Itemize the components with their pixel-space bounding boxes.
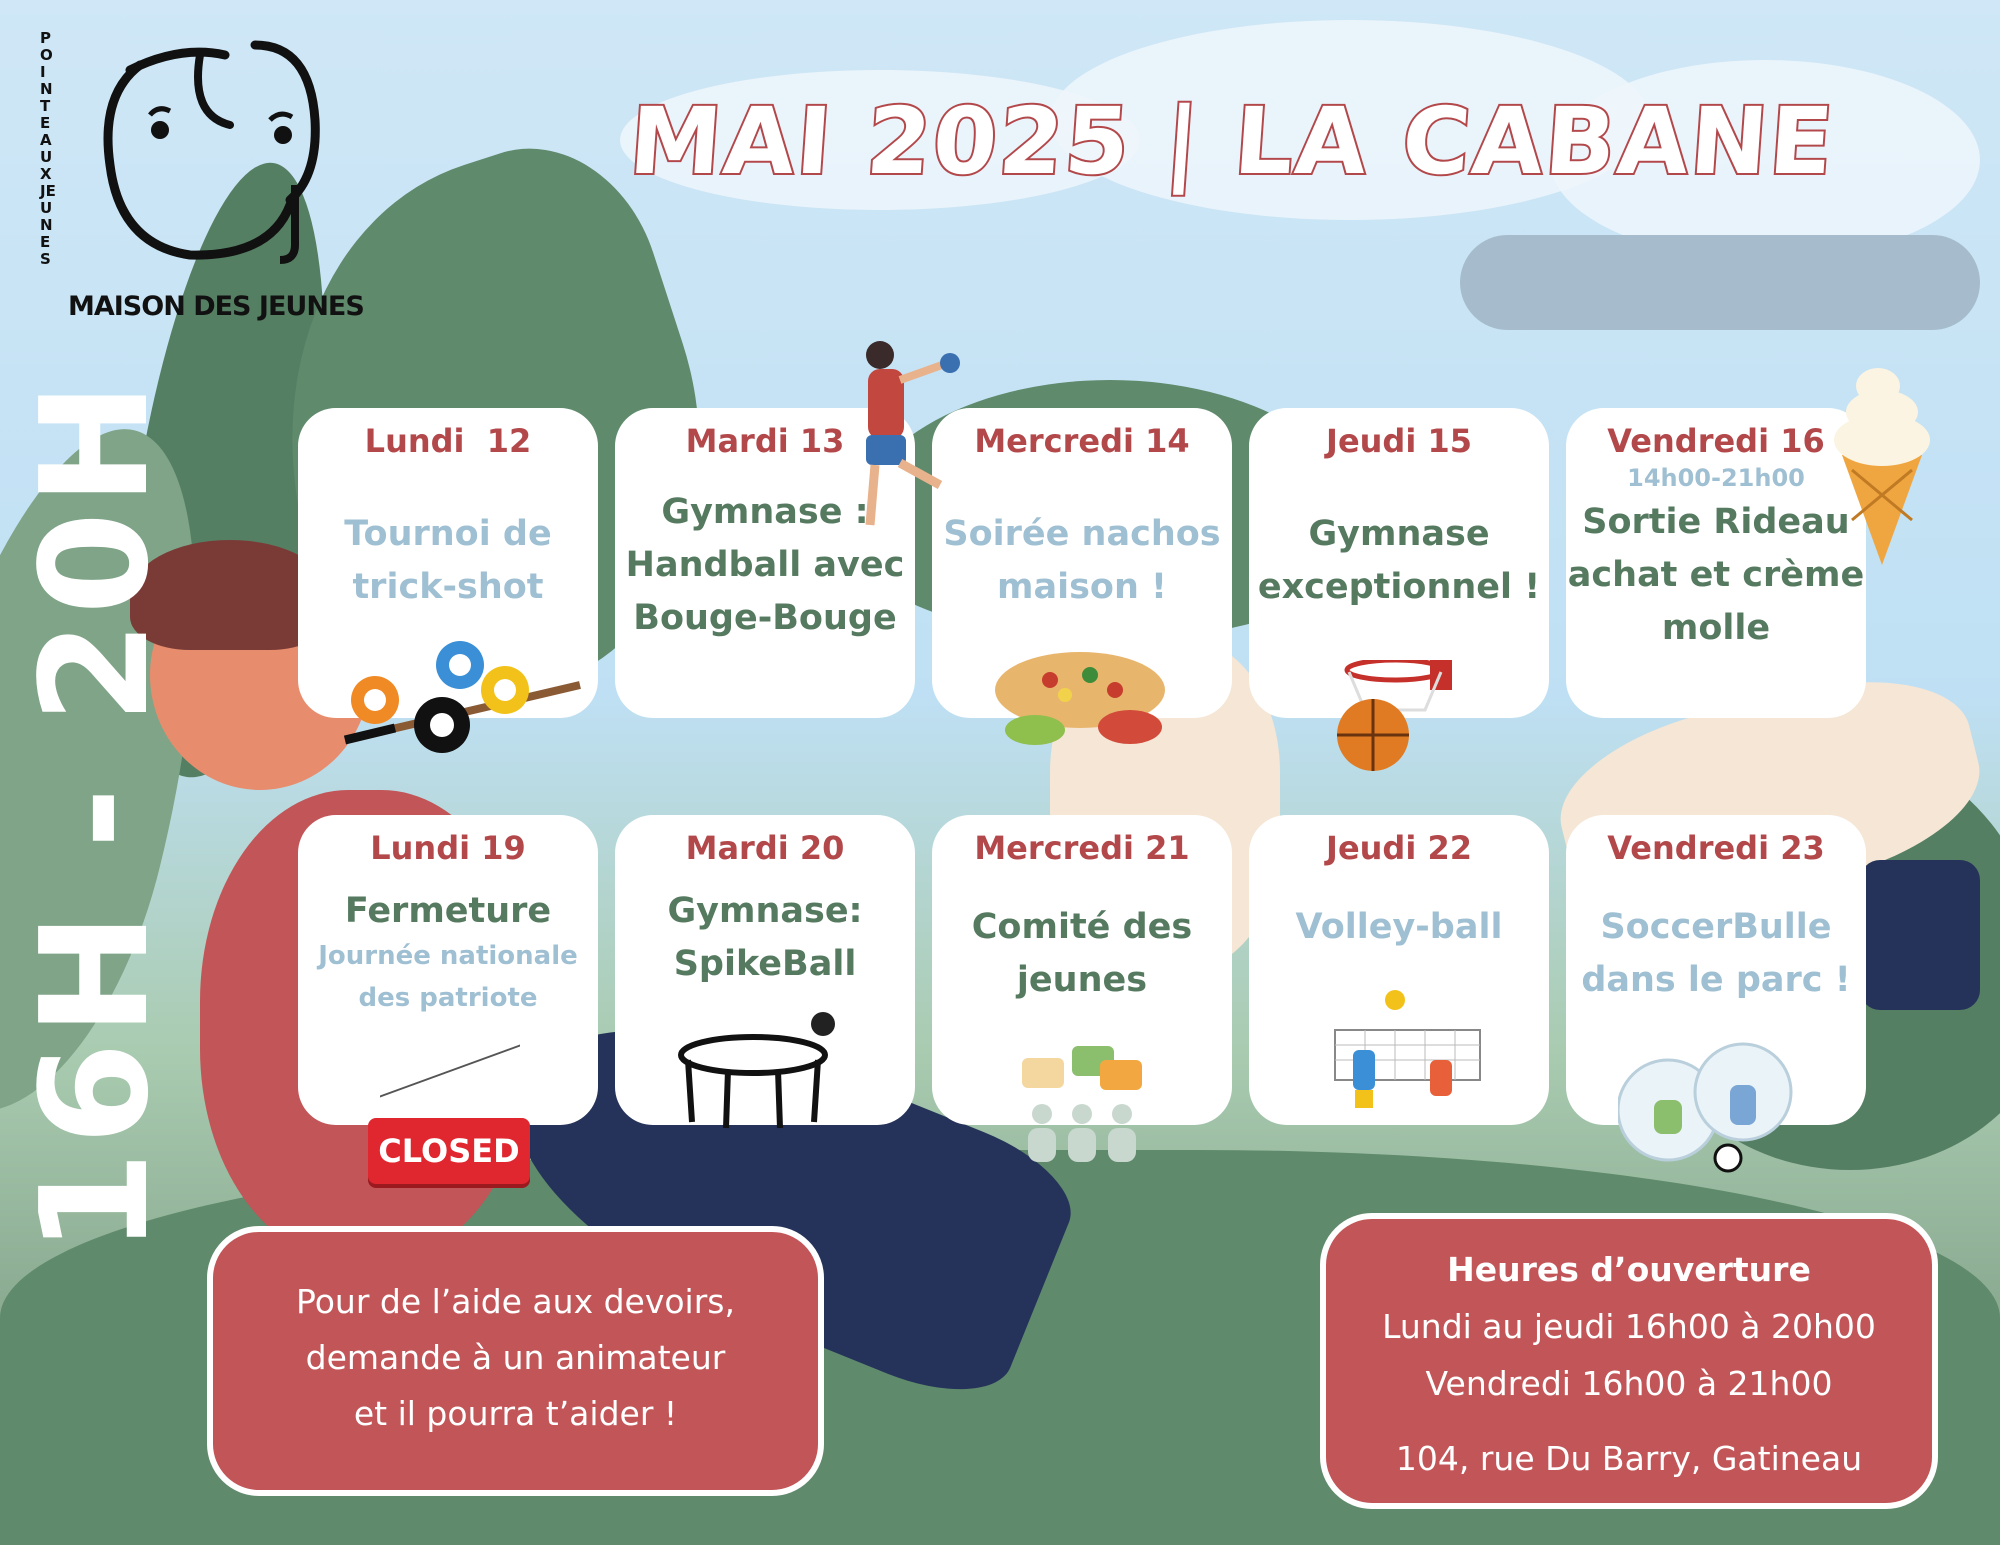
day-label: Vendredi 16 [1607, 422, 1825, 460]
homework-line: Pour de l’aide aux devoirs, [296, 1282, 735, 1321]
billiard-icon [343, 641, 581, 753]
address: 104, rue Du Barry, Gatineau [1395, 1439, 1863, 1478]
day-label: Vendredi 23 [1607, 829, 1825, 867]
day-label: Mercredi 21 [974, 829, 1190, 867]
day-card-lundi-19: Lundi 19 Fermeture Journée nationale des… [298, 815, 598, 1125]
event-title: Fermeture [344, 891, 552, 931]
day-label: Jeudi 15 [1326, 422, 1472, 460]
day-card-mardi-13: Mardi 13 Gymnase : Handball avec Bouge-B… [615, 408, 915, 718]
event-subtitle: des patriote [358, 983, 538, 1013]
day-label: Jeudi 22 [1326, 829, 1472, 867]
grey-cloud [1460, 235, 1980, 330]
event-line: Handball avec [625, 545, 905, 585]
day-card-jeudi-15: Jeudi 15 Gymnase exceptionnel ! [1249, 408, 1549, 718]
basketball-hoop-icon [1337, 660, 1452, 771]
hours-heading: Heures d’ouverture [1447, 1250, 1811, 1289]
event-line: Sortie Rideau [1582, 502, 1850, 542]
event-line: achat et crème [1567, 555, 1865, 595]
event-line: Gymnase [1308, 514, 1490, 554]
event-line: Bouge-Bouge [633, 598, 897, 638]
day-label: Lundi 19 [370, 829, 526, 867]
event-time: 14h00-21h00 [1627, 464, 1805, 492]
day-label: Mardi 13 [685, 422, 845, 460]
day-label: Mardi 20 [685, 829, 845, 867]
day-card-jeudi-22: Jeudi 22 Volley-ball [1249, 815, 1549, 1125]
event-line: Comité des [971, 907, 1193, 947]
event-line: maison ! [996, 567, 1168, 607]
ice-cream-icon [1834, 368, 1930, 565]
nachos-icon [995, 652, 1165, 745]
closed-sign: CLOSED [368, 1118, 530, 1184]
hours-vertical-label: 16H - 20H [9, 375, 181, 1255]
event-line: dans le parc ! [1581, 960, 1851, 1000]
event-line: SpikeBall [673, 944, 857, 984]
logo: POINTE AUX JEUNES MAISON DES JEUNES [40, 25, 365, 335]
day-label: Lundi 12 [364, 422, 532, 460]
hours-line: Lundi au jeudi 16h00 à 20h00 [1382, 1307, 1876, 1346]
page-title: MAI 2025 | LA CABANE [624, 86, 1840, 197]
opening-hours-box: Heures d’ouverture Lundi au jeudi 16h00 … [1320, 1213, 1938, 1509]
event-line: Soirée nachos [943, 514, 1221, 554]
event-line: Gymnase : [661, 492, 869, 532]
volleyball-icon [1334, 990, 1481, 1112]
chat-group-icon [1022, 1046, 1142, 1162]
homework-line: et il pourra t’aider ! [353, 1394, 678, 1433]
event-line: trick-shot [352, 567, 544, 607]
event-line: molle [1661, 608, 1771, 648]
event-line: Volley-ball [1295, 907, 1503, 947]
person-hair [130, 540, 330, 650]
logo-name: MAISON DES JEUNES [68, 291, 365, 322]
event-line: Gymnase: [667, 891, 863, 931]
homework-help-box: Pour de l’aide aux devoirs, demande à un… [207, 1226, 824, 1496]
logo-side-text: POINTE AUX JEUNES [40, 29, 56, 268]
event-line: jeunes [1016, 960, 1148, 1000]
event-line: Tournoi de [344, 514, 552, 554]
day-label: Mercredi 14 [974, 422, 1190, 460]
homework-line: demande à un animateur [305, 1338, 726, 1377]
player-shorts [1860, 860, 1980, 1010]
event-subtitle: Journée nationale [318, 941, 578, 971]
soccer-bubble-icon [1618, 1042, 1793, 1173]
spikeball-icon [678, 1012, 835, 1129]
event-line: exceptionnel ! [1257, 567, 1541, 607]
handball-player-icon [865, 341, 960, 526]
event-line: SoccerBulle [1600, 907, 1832, 947]
logo-face-icon [103, 40, 320, 264]
hours-line: Vendredi 16h00 à 21h00 [1425, 1364, 1833, 1403]
day-card-vendredi-16: Vendredi 16 14h00-21h00 Sortie Rideau ac… [1566, 408, 1866, 718]
